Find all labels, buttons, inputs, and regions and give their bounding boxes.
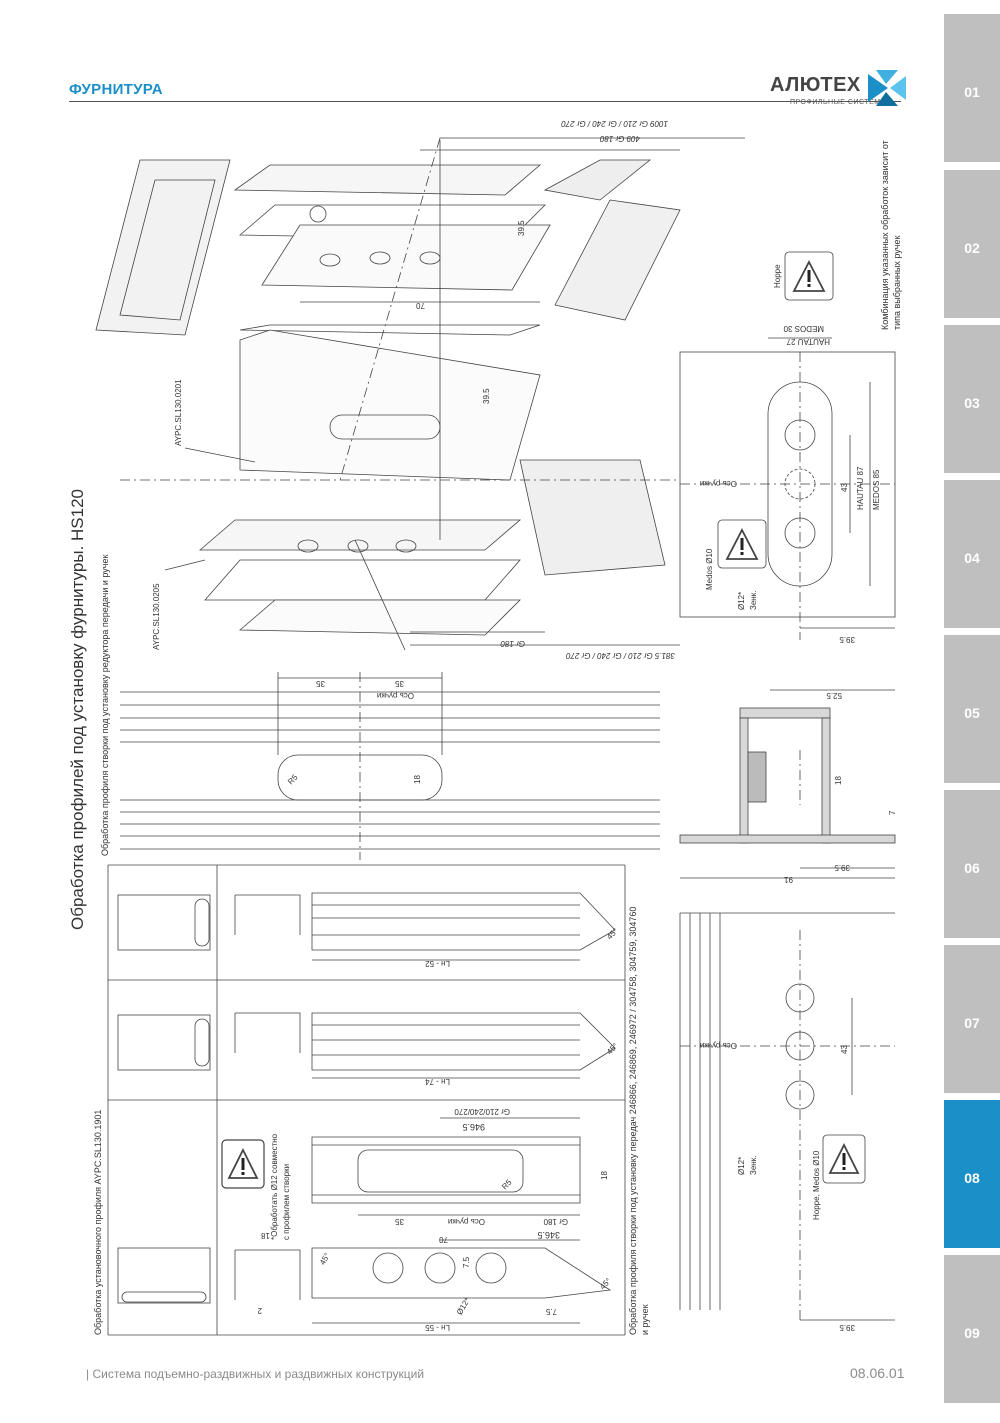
zenk-label-bottom: Зенк. [749,1155,758,1175]
main-title: Обработка профилей под установку фурниту… [68,489,87,930]
dim-75-bottom: 7.5 [545,1307,557,1316]
subtitle-sash: Обработка профиля створки под установку … [100,554,110,856]
warn-note-line1: *Обработать Ø12 совместно [270,1133,279,1240]
note-combination-line2: типа выбранных ручек [892,235,902,330]
tab-01[interactable]: 01 [944,14,1000,162]
axis-handle-table: Ось ручки [447,1217,485,1226]
logo: АЛЮТЕХ ПРОФИЛЬНЫЕ СИСТЕМЫ [770,68,910,108]
subtitle-sash2-line2: и ручек [640,1304,650,1335]
axis-handle-label-bottom: Ось ручки [699,1041,737,1050]
gr180-table: Gr 180 [543,1217,568,1226]
dim-18-profile: 18 [261,1231,270,1240]
medos10-label: Medos Ø10 [705,548,714,590]
lv52-label: Lн - 52 [425,959,450,968]
dim-1009: 1009 Gr 210 / Gr 240 / Gr 270 [561,119,668,128]
dim-43-top: 43 [840,483,849,492]
dim-35-left: 35 [316,679,325,688]
dim-525: 52.5 [826,691,842,700]
subtitle-mount: Обработка установочного профиля AYPC.SL1… [93,1109,103,1335]
dim-18-table: 18 [600,1171,609,1180]
medos85-label: MEDOS 85 [872,469,881,510]
zenk-label-top: Зенк. [749,590,758,610]
axis-handle-label: Ось ручки [376,691,414,700]
dim-70: 70 [416,301,425,310]
technical-drawing [95,137,896,1336]
dim-7: 7 [888,810,897,815]
profile-label-0201: AYPC.SL130.0201 [174,379,183,446]
page-number: 08.06.01 [850,1365,905,1381]
tab-06[interactable]: 06 [944,790,1000,938]
logo-subtitle: ПРОФИЛЬНЫЕ СИСТЕМЫ [790,99,888,106]
dim-409: 409 Gr 180 [599,134,640,143]
axis-handle-label-right: Ось ручки [699,479,737,488]
logo-name: АЛЮТЕХ [770,74,861,96]
dim-381: 381.5 Gr 210 / Gr 240 / Gr 270 [566,651,675,660]
medos-label: MEDOS 30 [783,324,824,333]
profile-label-0205: AYPC.SL130.0205 [152,583,161,650]
dim-3465: 346.5 [537,1230,560,1240]
hoppe-label: Hoppe [773,264,782,288]
dim-395-b: 39.5 [482,388,491,404]
tab-09[interactable]: 09 [944,1255,1000,1403]
dim-35-right: 35 [395,679,404,688]
dim-70-table: 70 [439,1235,448,1244]
dim-395-right-top: 39.5 [839,635,855,644]
tab-08[interactable]: 08 [944,1100,1000,1248]
dim-395-a: 39.5 [517,220,526,236]
subtitle-sash2-line1: Обработка профиля створки под установку … [628,906,638,1335]
dim-91: 91 [784,875,793,884]
warn-note-line2: с профилем створки [282,1163,291,1240]
tab-03[interactable]: 03 [944,325,1000,473]
dim-2-profile: 2 [257,1306,262,1315]
tab-07[interactable]: 07 [944,945,1000,1093]
section-title: ФУРНИТУРА [69,81,163,98]
d12-label-top: Ø12* [737,591,746,610]
gr210-label: Gr 210/240/270 [454,1107,510,1116]
dim-9465: 946.5 [462,1122,485,1132]
hautau87-label: HAUTAU 87 [856,466,865,510]
dim-395-right-mid: 39.5 [834,863,850,872]
footer-system-text: | Система подъемно-раздвижных и раздвижн… [86,1367,425,1381]
dim-18-right: 18 [834,776,843,785]
hoppe-medos10-label: Hoppe, Medos Ø10 [812,1150,821,1220]
dim-75-table: 7.5 [462,1256,471,1268]
dim-395-right-bottom: 39.5 [839,1323,855,1332]
lv74-label: Lн - 74 [425,1077,450,1086]
logo-mark-icon [868,70,906,106]
dim-35-table: 35 [395,1217,404,1226]
tab-05[interactable]: 05 [944,635,1000,783]
note-combination-line1: Комбинация указанных обработок зависит о… [880,140,890,330]
dim-18: 18 [413,775,422,784]
d12-label-bottom: Ø12* [737,1156,746,1175]
tab-04[interactable]: 04 [944,480,1000,628]
header-rule [69,101,901,102]
lh55-label: Lн - 55 [425,1323,450,1332]
dim-43-bottom: 43 [840,1045,849,1054]
tab-02[interactable]: 02 [944,170,1000,318]
hautau-label: HAUTAU 27 [786,337,830,346]
dim-gr180: Gr 180 [500,639,525,648]
